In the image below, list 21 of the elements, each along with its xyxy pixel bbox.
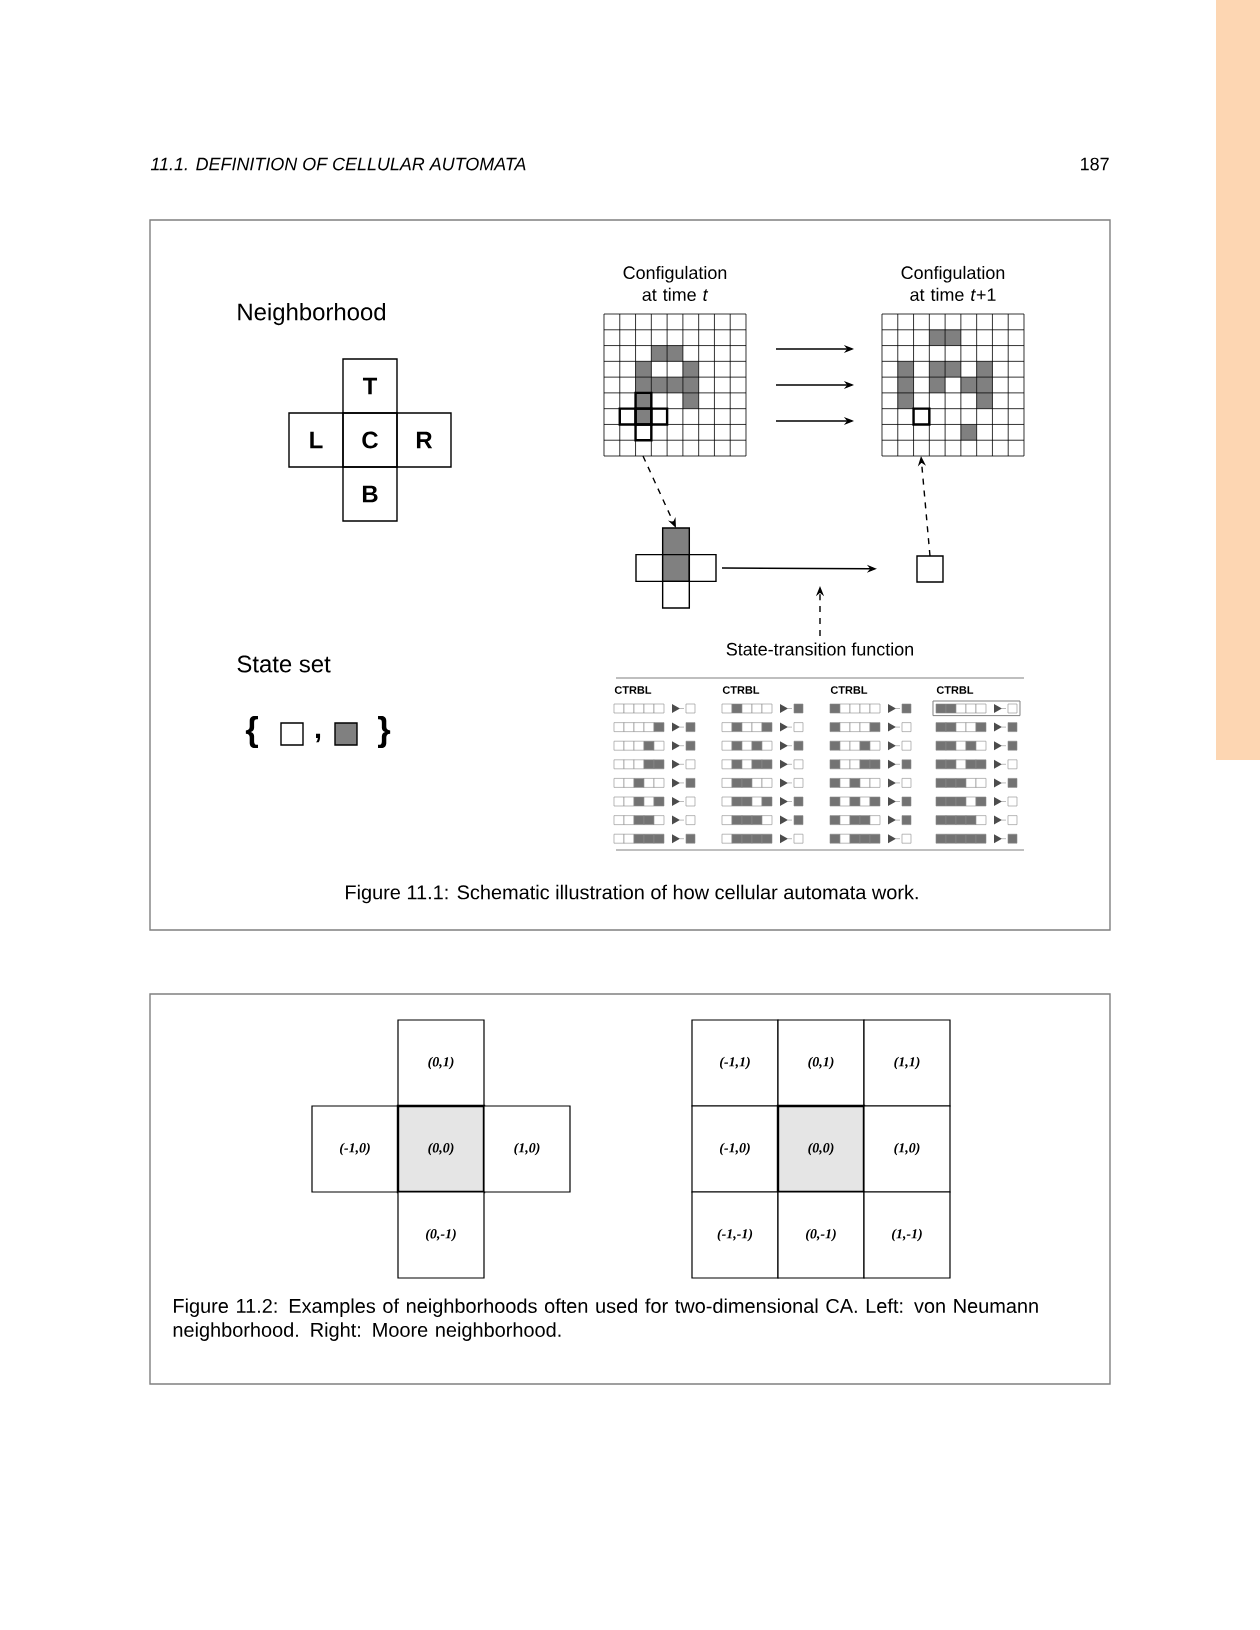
comma: , [315, 733, 321, 743]
section-heading: Neighborhood [238, 302, 386, 326]
brace: } [378, 715, 391, 749]
neighbor-cell: B [342, 466, 398, 522]
state-cell [280, 722, 304, 746]
running-header: 11.1. DEFINITION OF CELLULAR AUTOMATA [150, 157, 526, 171]
neighbor-cell: L [288, 412, 344, 468]
neighbor-cell: T [342, 358, 398, 414]
state-cell [334, 722, 358, 746]
figure-caption: Figure 11.2: Examples of neighborhoods often used for two-dimensional CA. Left: von Neumann neighborhood. Right: Moore neighborhood. [173, 1298, 1038, 1341]
figure-caption: Figure 11.1: Schematic illustration of how cellular automata work. [346, 884, 918, 904]
neighborhood-cross-drawing [635, 527, 717, 609]
section-heading: State set [237, 655, 331, 673]
grid-heading: Configulation at time t [623, 265, 727, 301]
page-number: 187 [1081, 157, 1109, 171]
state-cell [916, 555, 944, 583]
neighbor-cell: C [342, 412, 398, 468]
grid-heading: Configulation at time t+1 [901, 265, 1005, 301]
neighbor-cell: R [396, 412, 452, 468]
table-heading: State-transition function [726, 642, 913, 656]
brace: { [245, 715, 258, 749]
